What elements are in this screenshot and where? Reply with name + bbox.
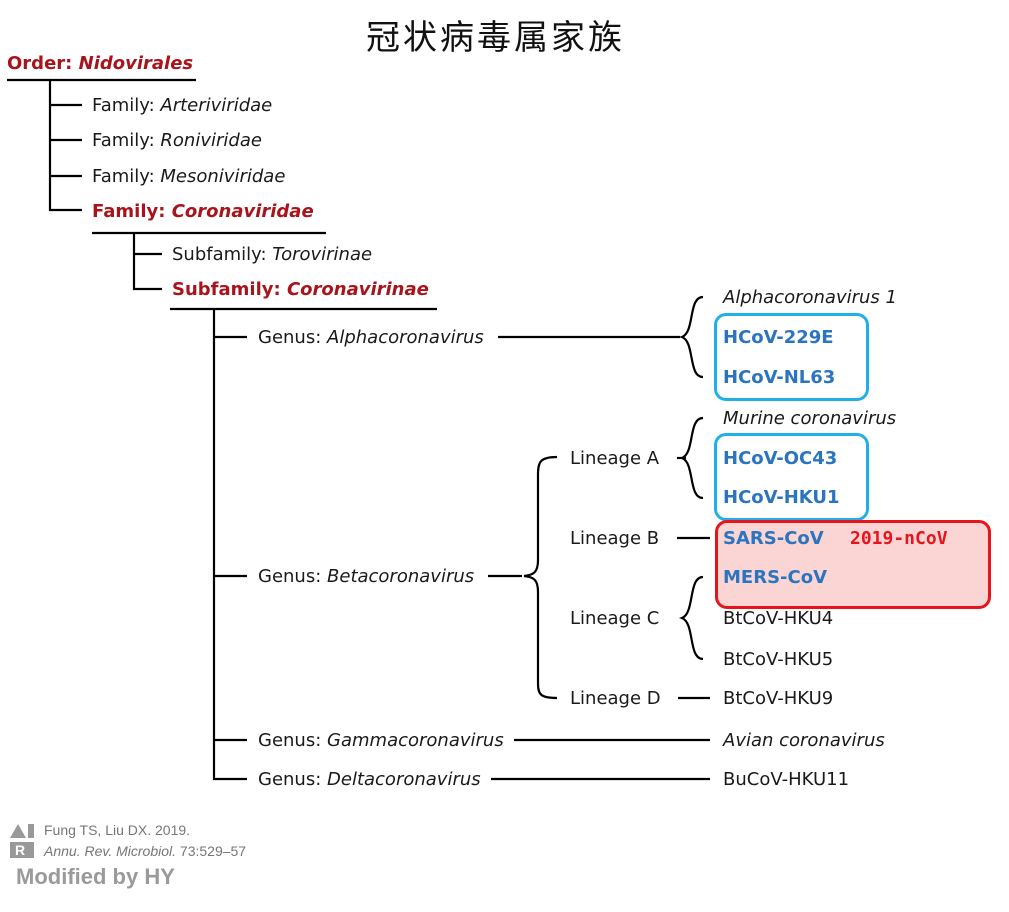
lineage-a-brace xyxy=(678,416,704,500)
species-btcov-hku9: BtCoV-HKU9 xyxy=(723,688,834,709)
lineage-c-brace xyxy=(678,575,704,661)
modified-by-note: Modified by HY xyxy=(16,864,175,889)
annual-reviews-logo: R xyxy=(10,824,34,858)
family-arteriviridae: Family: Arteriviridae xyxy=(92,95,273,116)
beta-brace xyxy=(523,455,558,700)
svg-text:R: R xyxy=(15,842,25,858)
lineage-b-label: Lineage B xyxy=(570,528,660,549)
subfamily-torovirinae: Subfamily: Torovirinae xyxy=(172,244,373,265)
species-avian-coronavirus: Avian coronavirus xyxy=(723,730,885,751)
family-coronaviridae: Family: Coronaviridae xyxy=(92,201,314,222)
genus-alphacoronavirus: Genus: Alphacoronavirus xyxy=(258,327,484,348)
species-btcov-hku5: BtCoV-HKU5 xyxy=(723,649,834,670)
family-trunk xyxy=(132,233,162,291)
page-title: 冠状病毒属家族 xyxy=(366,18,625,58)
genus-betacoronavirus: Genus: Betacoronavirus xyxy=(258,566,475,587)
species-murine-coronavirus: Murine coronavirus xyxy=(723,408,897,429)
lineage-c-label: Lineage C xyxy=(570,608,660,629)
species-hcov-hku1: HCoV-HKU1 xyxy=(723,487,840,508)
species-alphacoronavirus-1: Alphacoronavirus 1 xyxy=(723,287,897,308)
novel-cov-box xyxy=(715,520,991,609)
citation-journal: Annu. Rev. Microbiol. 73:529–57 xyxy=(44,843,247,859)
species-mers-cov: MERS-CoV xyxy=(723,567,828,588)
subfamily-coronavirinae: Subfamily: Coronavirinae xyxy=(172,279,429,300)
species-hcov-oc43: HCoV-OC43 xyxy=(723,448,838,469)
citation-authors: Fung TS, Liu DX. 2019. xyxy=(44,822,191,838)
species-sars-cov: SARS-CoV xyxy=(723,528,824,549)
genus-deltacoronavirus: Genus: Deltacoronavirus xyxy=(258,769,481,790)
human-lineage-a-box xyxy=(714,433,869,521)
family-mesoniviridae: Family: Mesoniviridae xyxy=(92,166,286,187)
human-alpha-box xyxy=(714,313,869,401)
family-roniviridae: Family: Roniviridae xyxy=(92,130,262,151)
order-label: Order: Nidovirales xyxy=(7,53,194,74)
novel-cov-label: 2019-nCoV xyxy=(850,528,948,549)
lineage-d-label: Lineage D xyxy=(570,688,661,709)
lineage-a-label: Lineage A xyxy=(570,448,660,469)
subfamily-trunk xyxy=(212,309,247,781)
genus-gammacoronavirus: Genus: Gammacoronavirus xyxy=(258,730,504,751)
alpha-brace xyxy=(678,295,704,379)
species-bucov-hku11: BuCoV-HKU11 xyxy=(723,769,850,790)
order-trunk xyxy=(48,80,82,212)
species-btcov-hku4: BtCoV-HKU4 xyxy=(723,608,834,629)
species-hcov-nl63: HCoV-NL63 xyxy=(723,367,836,388)
species-hcov-229e: HCoV-229E xyxy=(723,327,834,348)
